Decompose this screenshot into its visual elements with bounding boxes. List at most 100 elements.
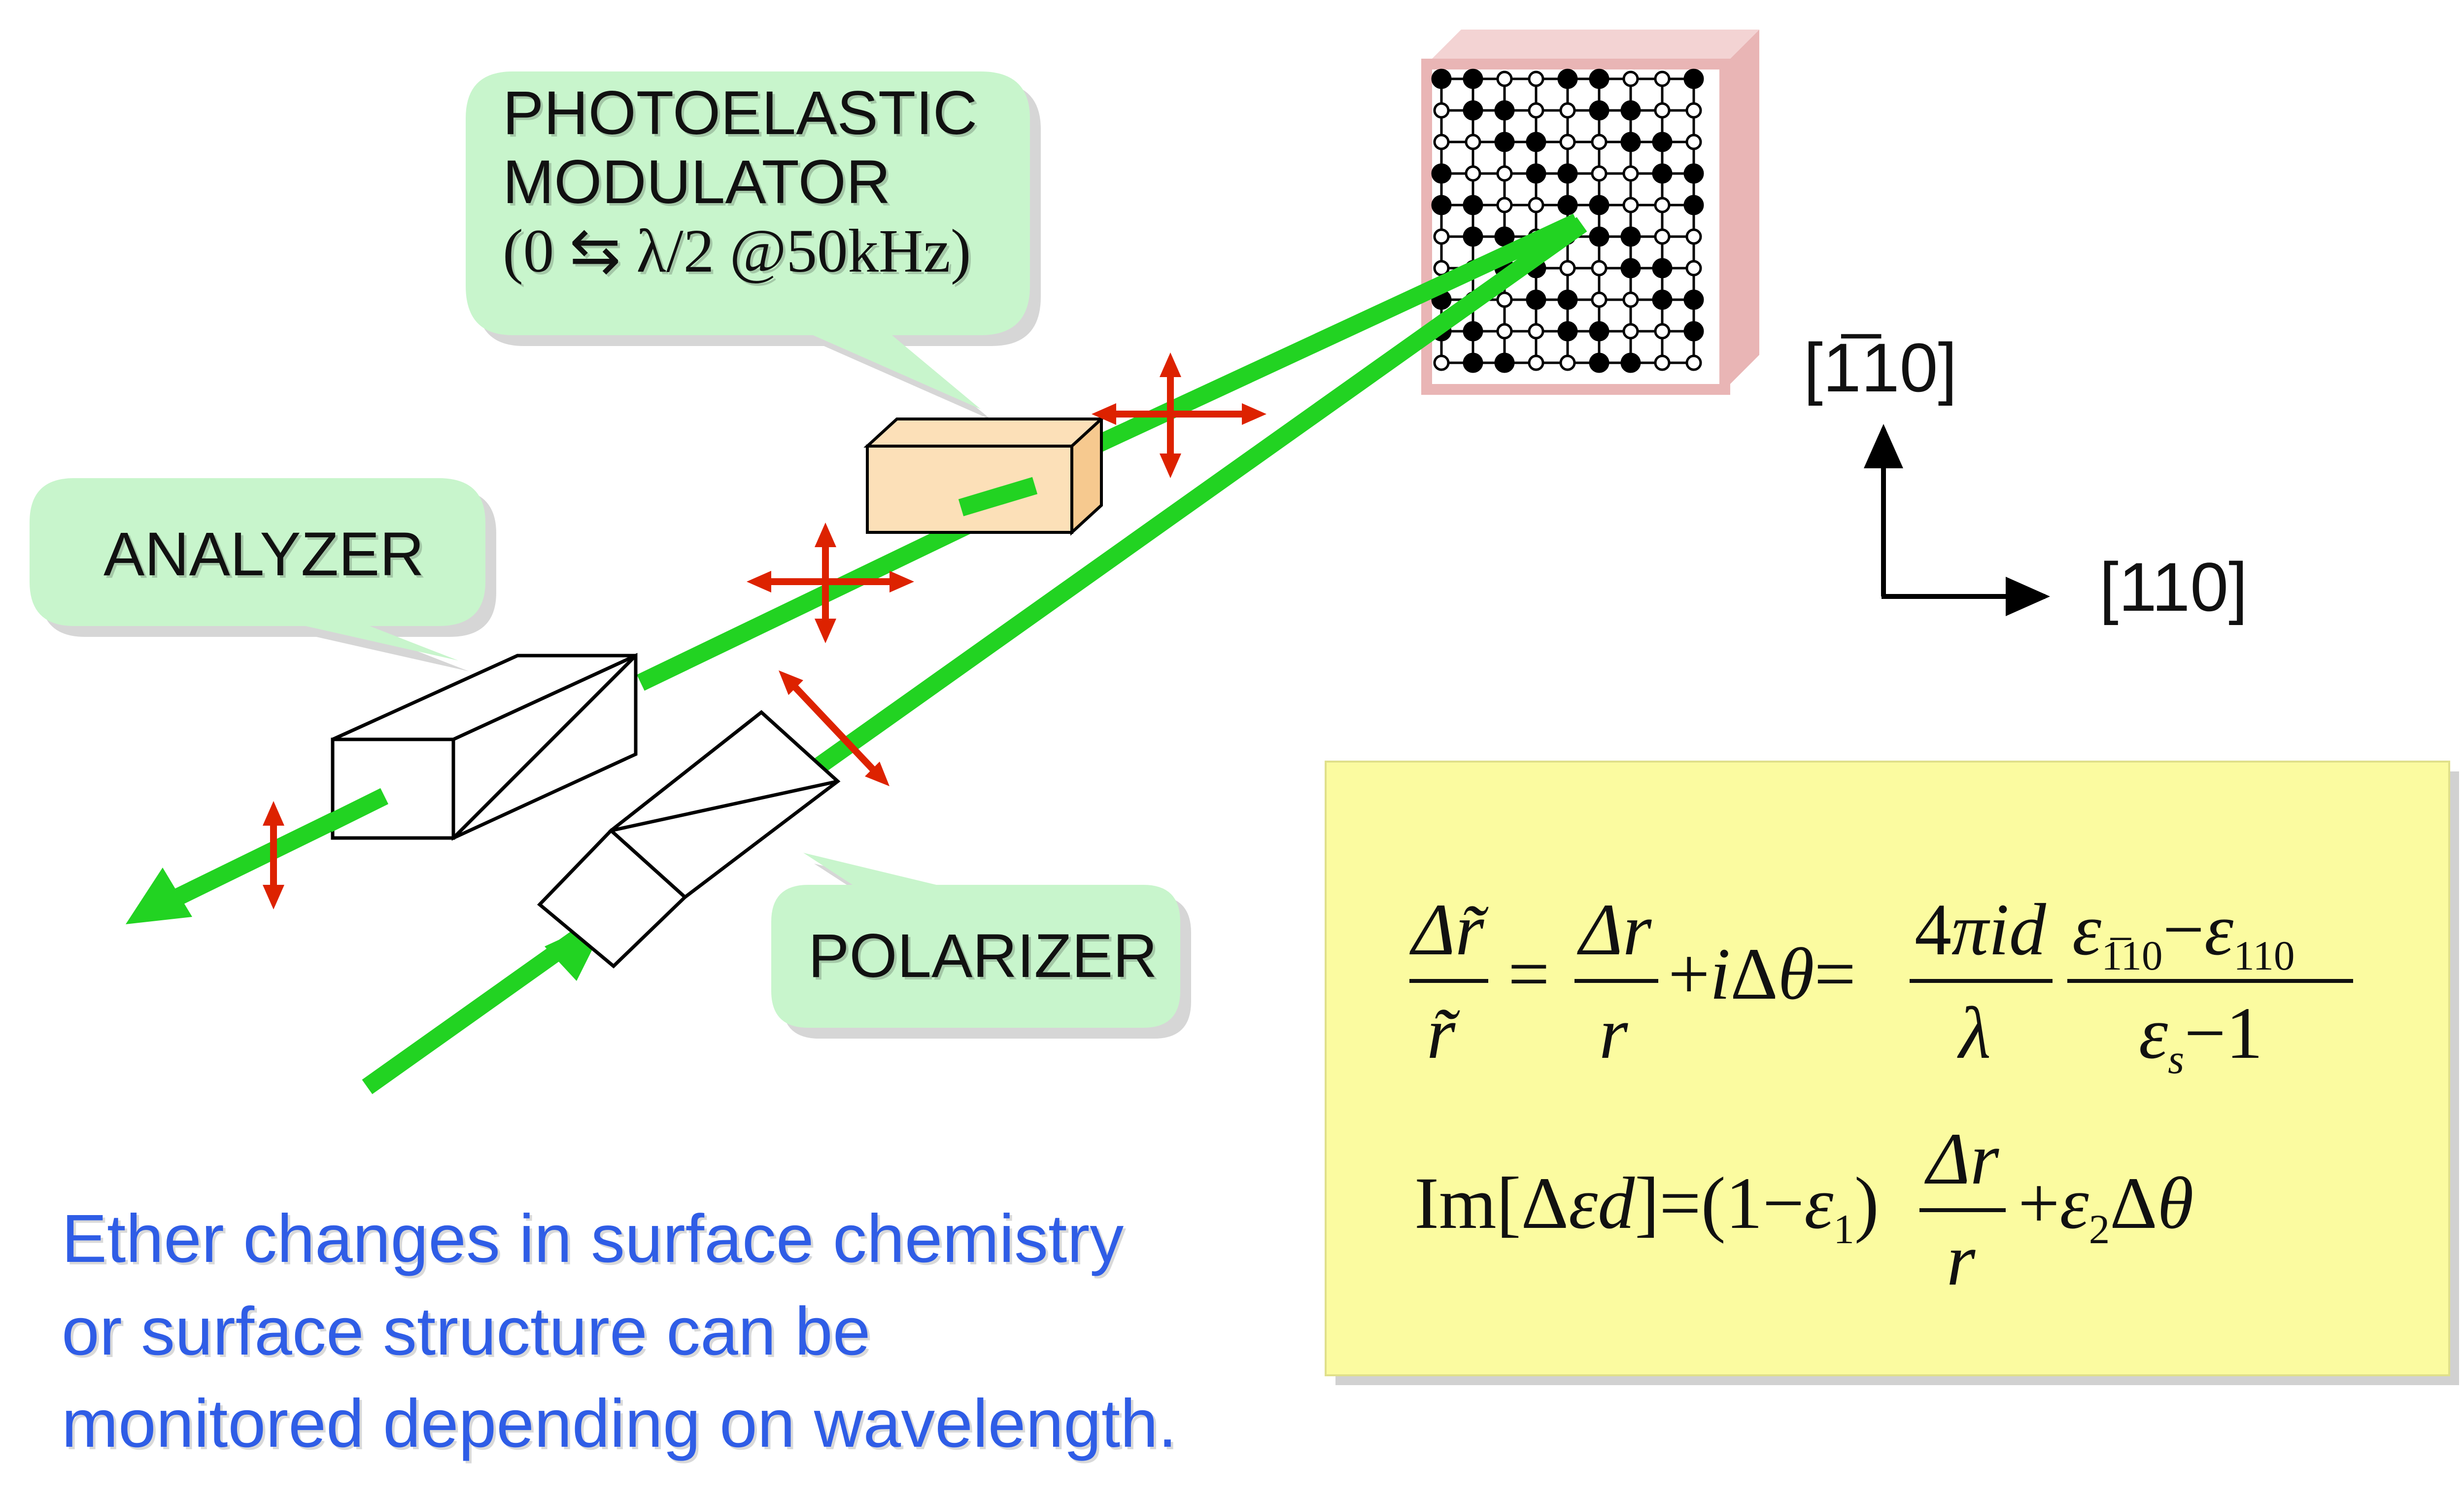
- lattice-atom: [1622, 291, 1639, 308]
- crystal-axes: [1864, 424, 2050, 616]
- lattice-atom: [1683, 163, 1704, 184]
- lattice-atom: [1528, 102, 1544, 119]
- lattice-atom: [1557, 289, 1578, 310]
- lattice-atom: [1652, 289, 1673, 310]
- crystal-sample: [1421, 30, 1759, 395]
- analyzer-label: ANALYZER: [103, 520, 424, 589]
- lattice-atom: [1589, 352, 1609, 373]
- lattice-atom: [1685, 260, 1702, 277]
- analyzer-callout: [30, 478, 496, 671]
- lattice-atom: [1622, 165, 1639, 182]
- lattice-atom: [1463, 69, 1483, 89]
- reflected-beam: [1095, 213, 1581, 452]
- lattice-atom: [1654, 323, 1671, 340]
- lattice-atom: [1620, 132, 1641, 152]
- lattice-atom: [1683, 195, 1704, 215]
- pem-label-line2: MODULATOR: [503, 148, 891, 216]
- lattice-atom: [1654, 70, 1671, 87]
- lattice-atom: [1465, 165, 1481, 182]
- equation-box: [1325, 761, 2459, 1385]
- lattice-atom: [1591, 291, 1608, 308]
- pem-label-line3: (0 ⇆ λ/2 @50kHz): [503, 217, 971, 285]
- lattice-atom: [1494, 132, 1515, 152]
- lattice-atom: [1557, 321, 1578, 342]
- lattice-atom: [1622, 70, 1639, 87]
- lattice-atom: [1620, 352, 1641, 373]
- lattice-atom: [1654, 228, 1671, 245]
- caption-line3: monitored depending on wavelength.: [62, 1386, 1177, 1462]
- lattice-atom: [1528, 70, 1544, 87]
- polarization-indicators: [263, 352, 1266, 909]
- lattice-atom: [1496, 323, 1513, 340]
- caption-line2: or surface structure can be: [62, 1293, 871, 1369]
- lattice-atom: [1496, 197, 1513, 213]
- lattice-atom: [1683, 321, 1704, 342]
- lattice-atom: [1589, 321, 1609, 342]
- lattice-atom: [1496, 291, 1513, 308]
- lattice-atom: [1654, 197, 1671, 213]
- lattice-atom: [1620, 100, 1641, 121]
- lattice-atom: [1589, 69, 1609, 89]
- polarizer-label: POLARIZER: [808, 922, 1158, 990]
- lattice-atom: [1654, 102, 1671, 119]
- lattice-atom: [1591, 134, 1608, 150]
- lattice-atom: [1463, 195, 1483, 215]
- caption: Ether changes in surface chemistry or su…: [62, 1193, 1177, 1470]
- polarizer-prism: [537, 710, 841, 969]
- lattice-atom: [1557, 69, 1578, 89]
- lattice-atom: [1622, 323, 1639, 340]
- horizontal-axis-label: [110]: [2099, 548, 2248, 626]
- lattice-atom: [1591, 165, 1608, 182]
- lattice-atom: [1526, 132, 1546, 152]
- lattice-atom: [1526, 289, 1546, 310]
- lattice-atom: [1494, 352, 1515, 373]
- lattice-atom: [1589, 226, 1609, 247]
- lattice-atom: [1496, 165, 1513, 182]
- lattice-atom: [1685, 134, 1702, 150]
- lattice-atom: [1526, 163, 1546, 184]
- lattice-atom: [1620, 258, 1641, 279]
- lattice-atom: [1559, 260, 1576, 277]
- lattice-atom: [1652, 163, 1673, 184]
- lattice-atom: [1433, 228, 1450, 245]
- lattice-atom: [1683, 289, 1704, 310]
- lattice-atom: [1528, 323, 1544, 340]
- lattice-atom: [1494, 100, 1515, 121]
- lattice-atom: [1494, 226, 1515, 247]
- outgoing-beam-arrowhead: [126, 868, 192, 924]
- lattice-atom: [1433, 354, 1450, 371]
- lattice-atom: [1528, 197, 1544, 213]
- lattice-atom: [1496, 70, 1513, 87]
- lattice-atom: [1557, 163, 1578, 184]
- lattice-atom: [1685, 102, 1702, 119]
- lattice-atom: [1685, 228, 1702, 245]
- lattice-atom: [1620, 226, 1641, 247]
- lattice-atom: [1528, 354, 1544, 371]
- vertical-axis-label: [1̅10]: [1804, 329, 1957, 406]
- caption-line1: Ether changes in surface chemistry: [62, 1201, 1124, 1277]
- lattice-atom: [1433, 102, 1450, 119]
- lattice-atom: [1463, 321, 1483, 342]
- lattice-atom: [1463, 352, 1483, 373]
- lattice-atom: [1591, 260, 1608, 277]
- lattice-atom: [1683, 69, 1704, 89]
- lattice-atom: [1559, 354, 1576, 371]
- lattice-atom: [1557, 195, 1578, 215]
- analyzer-prism: [324, 653, 638, 841]
- lattice-atom: [1559, 102, 1576, 119]
- lattice-atom: [1463, 226, 1483, 247]
- lattice-atom: [1465, 134, 1481, 150]
- lattice-atom: [1652, 132, 1673, 152]
- lattice-atom: [1589, 195, 1609, 215]
- lattice-atom: [1559, 134, 1576, 150]
- lattice-atom: [1463, 100, 1483, 121]
- pem-callout: [466, 71, 1041, 420]
- lattice-atom: [1433, 134, 1450, 150]
- lattice-atom: [1589, 100, 1609, 121]
- lattice-atom: [1685, 354, 1702, 371]
- photoelastic-modulator: [863, 416, 1105, 536]
- lattice-atom: [1652, 258, 1673, 279]
- polarizer-callout: [771, 853, 1191, 1039]
- pem-label-line1: PHOTOELASTIC: [503, 79, 978, 147]
